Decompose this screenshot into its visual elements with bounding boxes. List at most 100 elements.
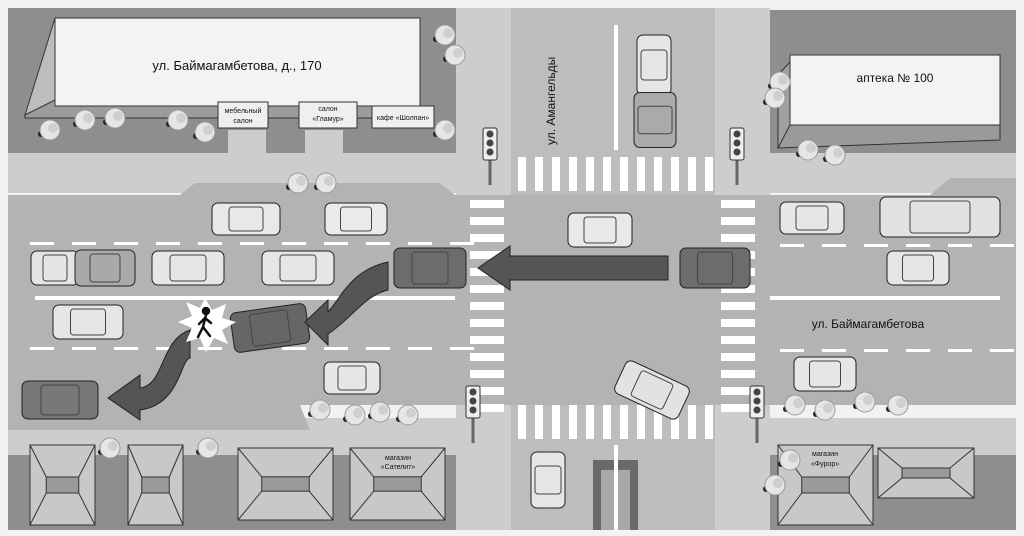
tree-icon xyxy=(166,109,189,131)
tree-icon xyxy=(193,121,216,143)
parked-car xyxy=(779,201,845,235)
car-angled xyxy=(614,360,690,420)
lane-dash xyxy=(114,347,138,350)
crosswalk-stripe xyxy=(721,200,755,208)
crosswalk-stripe xyxy=(470,217,504,225)
crosswalk-stripe xyxy=(586,157,594,191)
lane-dash xyxy=(366,347,390,350)
straight-arrow xyxy=(477,245,669,291)
crosswalk-stripe xyxy=(569,157,577,191)
furor-label-2: «Фурор» xyxy=(811,461,839,468)
car-intersection xyxy=(567,212,633,248)
parked-car xyxy=(261,250,335,286)
street-label-horizontal: ул. Баймагамбетова xyxy=(812,317,925,331)
impact-burst xyxy=(178,298,236,352)
crosswalk-stripe xyxy=(535,405,543,439)
crosswalk-stripe xyxy=(721,217,755,225)
lane-dash xyxy=(366,242,390,245)
svg-text:салон: салон xyxy=(233,118,252,125)
parked-car xyxy=(151,250,225,286)
crosswalk-stripe xyxy=(603,405,611,439)
tree-icon xyxy=(813,399,836,421)
crosswalk-stripe xyxy=(705,405,713,439)
crosswalk-stripe xyxy=(654,405,662,439)
crosswalk-stripe xyxy=(721,285,755,293)
lane-dash xyxy=(450,347,474,350)
crosswalk-stripe xyxy=(518,405,526,439)
car-vertical xyxy=(530,451,566,509)
pharmacy-building xyxy=(789,54,1001,126)
lane-dash xyxy=(822,244,846,247)
parked-truck xyxy=(74,249,136,287)
driveway-2 xyxy=(305,130,343,155)
driveway-1 xyxy=(228,130,266,155)
parked-car xyxy=(52,304,124,340)
crosswalk-stripe xyxy=(552,405,560,439)
sign-cafe-sholpan: кафе «Шолпан» xyxy=(371,105,435,129)
curved-arrow-swerve xyxy=(304,261,389,347)
satellite-label-1: магазин xyxy=(385,455,411,462)
tree-icon xyxy=(103,107,126,129)
crosswalk-stripe xyxy=(671,157,679,191)
crosswalk-stripe xyxy=(470,319,504,327)
crosswalk-stripe xyxy=(637,157,645,191)
lane-dash xyxy=(198,347,222,350)
lane-dash xyxy=(324,347,348,350)
sign-furniture: мебельный салон xyxy=(217,101,269,129)
tree-icon xyxy=(853,391,876,413)
satellite-label-2: «Сателит» xyxy=(381,464,416,471)
tree-icon xyxy=(443,44,466,66)
lane-dash xyxy=(240,242,264,245)
building-roof xyxy=(349,447,446,521)
crosswalk-stripe xyxy=(671,405,679,439)
crosswalk-stripe xyxy=(721,387,755,395)
traffic-light-icon xyxy=(749,385,765,443)
crosswalk-stripe xyxy=(470,404,504,412)
car-after-crash xyxy=(21,380,99,420)
building-roof xyxy=(29,444,96,526)
crosswalk-stripe xyxy=(470,285,504,293)
lane-dash xyxy=(282,347,306,350)
crosswalk-stripe xyxy=(470,234,504,242)
tree-icon xyxy=(343,404,366,426)
svg-text:кафе «Шолпан»: кафе «Шолпан» xyxy=(377,115,429,122)
pedestrian-icon xyxy=(196,306,213,339)
tree-icon xyxy=(433,24,456,46)
parked-car xyxy=(323,361,381,395)
lane-dash xyxy=(30,242,54,245)
furor-label-1: магазин xyxy=(812,451,838,458)
parked-car xyxy=(211,202,281,236)
lane-dash xyxy=(324,242,348,245)
tree-icon xyxy=(763,474,786,496)
tree-icon xyxy=(396,404,419,426)
lane-dash xyxy=(864,349,888,352)
crosswalk-stripe xyxy=(535,157,543,191)
building-roof xyxy=(127,444,184,526)
building-roof xyxy=(237,447,334,521)
crosswalk-stripe xyxy=(552,157,560,191)
crosswalk-stripe xyxy=(620,405,628,439)
road-horizontal-right-bulge xyxy=(770,178,1016,195)
tree-icon xyxy=(286,172,309,194)
lane-dash xyxy=(948,244,972,247)
crosswalk-stripe xyxy=(721,336,755,344)
pharmacy-label: аптека № 100 xyxy=(857,71,934,85)
crosswalk-stripe xyxy=(603,157,611,191)
lane-dash xyxy=(948,349,972,352)
lane-dash xyxy=(282,242,306,245)
sign-salon-glamour: салон «Гламур» xyxy=(298,101,358,129)
lane-dash xyxy=(450,242,474,245)
tree-icon xyxy=(196,437,219,459)
car-approaching xyxy=(679,247,751,289)
curved-arrow-lower xyxy=(107,329,191,421)
crosswalk-stripe xyxy=(518,157,526,191)
lane-dash xyxy=(156,242,180,245)
lane-dash xyxy=(906,244,930,247)
crosswalk-stripe xyxy=(470,200,504,208)
parked-truck xyxy=(879,196,1001,238)
crosswalk-stripe xyxy=(721,353,755,361)
svg-text:«Гламур»: «Гламур» xyxy=(312,116,343,123)
tree-icon xyxy=(433,119,456,141)
building-roof xyxy=(877,447,975,499)
lane-dash xyxy=(780,244,804,247)
